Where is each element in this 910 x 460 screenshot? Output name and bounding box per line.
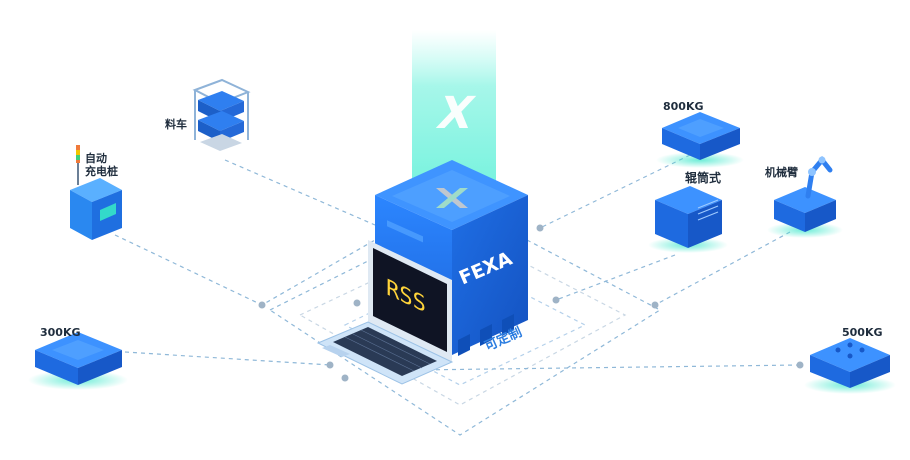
cube-side (452, 195, 528, 355)
node-roller (552, 296, 560, 304)
roller-label: 辊筒式 (685, 170, 721, 185)
cube-vent (387, 220, 423, 243)
agv500-pins (835, 342, 865, 359)
cube-pallet (458, 314, 514, 356)
connection-lines (114, 154, 801, 371)
cart-device: 料车 (165, 78, 251, 151)
laptop-touchpad (322, 345, 350, 357)
agv500-label: 500KG (842, 326, 883, 339)
link-charger (114, 234, 376, 306)
agv800-device: 800KG (656, 100, 744, 168)
cube-x-icon (436, 188, 468, 208)
roller-device: 辊筒式 (648, 170, 728, 253)
node-charger (258, 301, 266, 309)
charger-label-line1: 自动 (85, 151, 107, 165)
connection-nodes (258, 224, 804, 382)
node-agv800 (536, 224, 544, 232)
agv300-label: 300KG (40, 326, 81, 339)
agv300-device: 300KG (28, 326, 128, 390)
link-arm (654, 231, 791, 306)
charger-device: 自动 充电桩 (70, 145, 122, 240)
laptop-keyboard (333, 327, 437, 376)
cart-label: 料车 (165, 117, 187, 131)
robot-arm-icon (805, 156, 833, 199)
node-agv500 (796, 361, 804, 369)
laptop-keys (344, 329, 431, 372)
arm-label: 机械臂 (765, 165, 798, 179)
laptop: RSS (316, 240, 454, 385)
link-roller (555, 254, 676, 301)
link-agv300 (124, 351, 331, 366)
agv800-label: 800KG (663, 100, 704, 113)
link-cart (224, 159, 376, 226)
link-agv800 (539, 154, 691, 229)
agv500-device: 500KG (804, 326, 896, 394)
arm-device: 机械臂 (765, 156, 843, 238)
node-laptop (353, 299, 361, 307)
charger-label-line2: 充电桩 (85, 164, 118, 178)
link-agv500 (414, 364, 801, 371)
node-arm (651, 301, 659, 309)
node-base-left (341, 374, 349, 382)
laptop-screen (373, 248, 447, 352)
node-agv300 (326, 361, 334, 369)
